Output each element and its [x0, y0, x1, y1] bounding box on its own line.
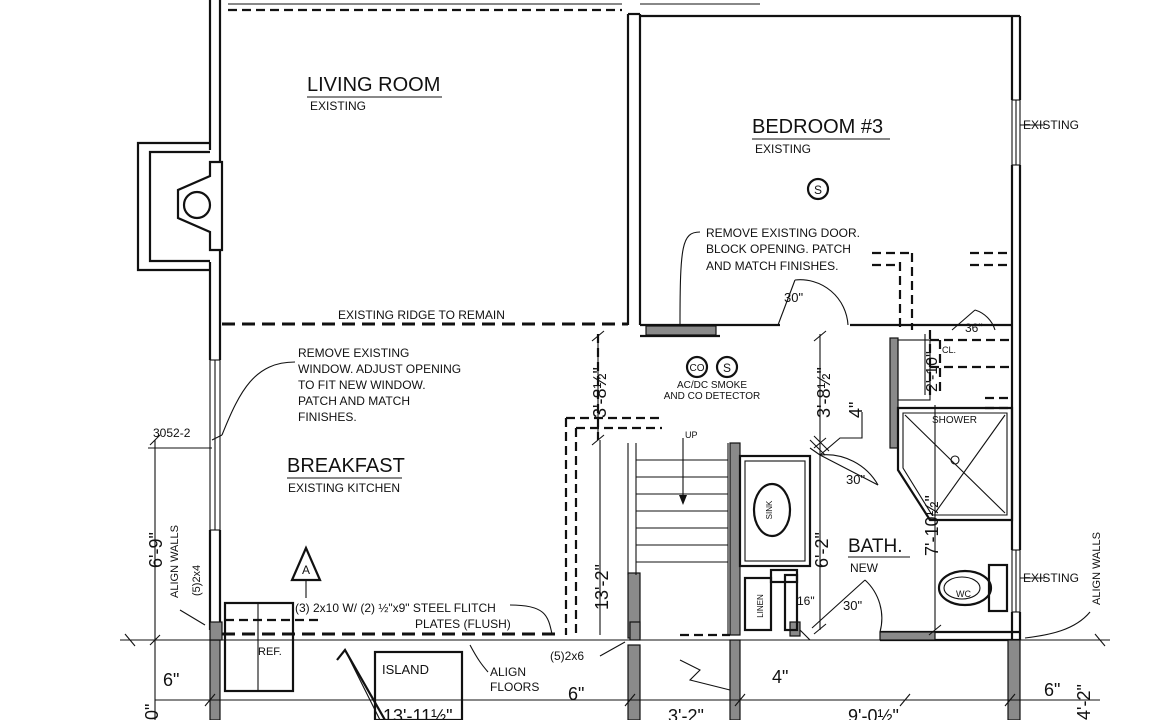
dim-6-left: 6"	[163, 670, 179, 690]
dim-6-right: 6"	[1044, 680, 1060, 700]
notes: REMOVE EXISTING DOOR. BLOCK OPENING. PAT…	[153, 118, 1103, 694]
dim-13-2: 13'-2"	[592, 564, 612, 610]
dim-7-10: 7'-10½"	[922, 495, 942, 556]
stair-up-label: UP	[685, 430, 698, 440]
dim-16-linen: 16"	[797, 594, 815, 608]
smoke-symbol-label: S	[814, 183, 822, 197]
co-symbol-label: CO	[690, 363, 705, 374]
dim-0-left: 0"	[142, 704, 162, 720]
room-label-living: LIVING ROOM	[307, 74, 440, 96]
fireplace	[136, 141, 224, 272]
top-walls	[219, 2, 760, 14]
bath-fixtures	[738, 339, 1014, 641]
dimension-labels: 3'-8½" 3'-8½" 4" 6'-9" 13'-2" 6'-2" 7'-1…	[142, 290, 1094, 720]
dim-2-10: 2'-10"	[924, 351, 941, 392]
note-existing-window-bottom: EXISTING	[1023, 571, 1079, 585]
closet-label: CL.	[942, 345, 956, 355]
dim-3-8-left: 3'-8½"	[590, 367, 610, 418]
note-bedroom-door-2: BLOCK OPENING. PATCH	[706, 242, 851, 256]
room-sub-bath: NEW	[850, 561, 879, 575]
note-bedroom-door-3: AND MATCH FINISHES.	[706, 259, 838, 273]
room-label-bath: BATH.	[848, 536, 903, 557]
wc-label: WC	[956, 589, 971, 599]
shower-label: SHOWER	[932, 415, 977, 426]
dimension-lines	[120, 330, 1110, 720]
note-window-5: FINISHES.	[298, 410, 357, 424]
note-align-floors-1: ALIGN	[490, 665, 526, 679]
dim-3-8-right: 3'-8½"	[814, 367, 834, 418]
room-sub-living: EXISTING	[310, 99, 366, 113]
new-walls-hatched	[209, 325, 1021, 720]
note-window-2: WINDOW. ADJUST OPENING	[298, 362, 461, 376]
note-flitch-line2: PLATES (FLUSH)	[415, 617, 511, 631]
note-bedroom-door-1: REMOVE EXISTING DOOR.	[706, 226, 860, 240]
kitchen	[223, 601, 464, 720]
stair	[627, 438, 731, 691]
room-sub-bedroom: EXISTING	[755, 142, 811, 156]
dim-4-in: 4"	[846, 402, 866, 418]
sink-label: SINK	[765, 500, 774, 519]
note-align-walls-left: ALIGN WALLS	[169, 525, 181, 598]
dim-3-2: 3'-2"	[668, 706, 704, 720]
note-flitch-line1: (3) 2x10 W/ (2) ½"x9" STEEL FLITCH	[295, 601, 496, 615]
doors	[777, 279, 996, 633]
dim-6-9: 6'-9"	[146, 532, 166, 568]
note-header: (5)2x6	[550, 649, 584, 663]
note-stud-left: (5)2x4	[191, 565, 203, 596]
dim-9-0: 9'-0½"	[848, 706, 899, 720]
note-window-3: TO FIT NEW WINDOW.	[298, 378, 426, 392]
section-mark-label: A	[302, 563, 310, 577]
detector-note-line1: AC/DC SMOKE	[677, 380, 747, 391]
symbol-labels: S CO S AC/DC SMOKE AND CO DETECTOR UP A	[302, 183, 822, 577]
island-label: ISLAND	[382, 662, 429, 677]
note-window-tag: 3052-2	[153, 426, 191, 440]
note-ridge: EXISTING RIDGE TO REMAIN	[338, 308, 505, 322]
dim-30-bath-door: 30"	[846, 472, 865, 487]
dim-4-2: 4'-2"	[1074, 684, 1094, 720]
detector-note-line2: AND CO DETECTOR	[664, 391, 761, 402]
dim-6-stair: 6"	[568, 684, 584, 704]
note-window-1: REMOVE EXISTING	[298, 346, 409, 360]
dim-4-stair: 4"	[772, 667, 788, 687]
leaders	[179, 124, 1091, 673]
dim-36-closet-door: 36"	[965, 321, 983, 335]
note-existing-window-top: EXISTING	[1023, 118, 1079, 132]
ref-label: REF.	[258, 646, 282, 658]
note-align-floors-2: FLOORS	[490, 680, 539, 694]
room-labels: LIVING ROOM EXISTING BEDROOM #3 EXISTING…	[258, 74, 977, 677]
dim-30-linen-door: 30"	[843, 598, 862, 613]
dim-13-11: 13'-11½"	[383, 706, 453, 720]
room-label-bedroom: BEDROOM #3	[752, 116, 883, 138]
windows	[209, 99, 1021, 613]
linen-label: LINEN	[756, 594, 765, 618]
room-label-breakfast: BREAKFAST	[287, 455, 405, 477]
room-sub-breakfast: EXISTING KITCHEN	[288, 481, 400, 495]
note-align-walls-right: ALIGN WALLS	[1091, 532, 1103, 605]
symbols	[290, 177, 830, 598]
dim-6-2: 6'-2"	[812, 532, 832, 568]
note-window-4: PATCH AND MATCH	[298, 394, 410, 408]
dim-30-bedroom-door: 30"	[784, 290, 803, 305]
smoke-symbol-label-2: S	[723, 361, 731, 375]
